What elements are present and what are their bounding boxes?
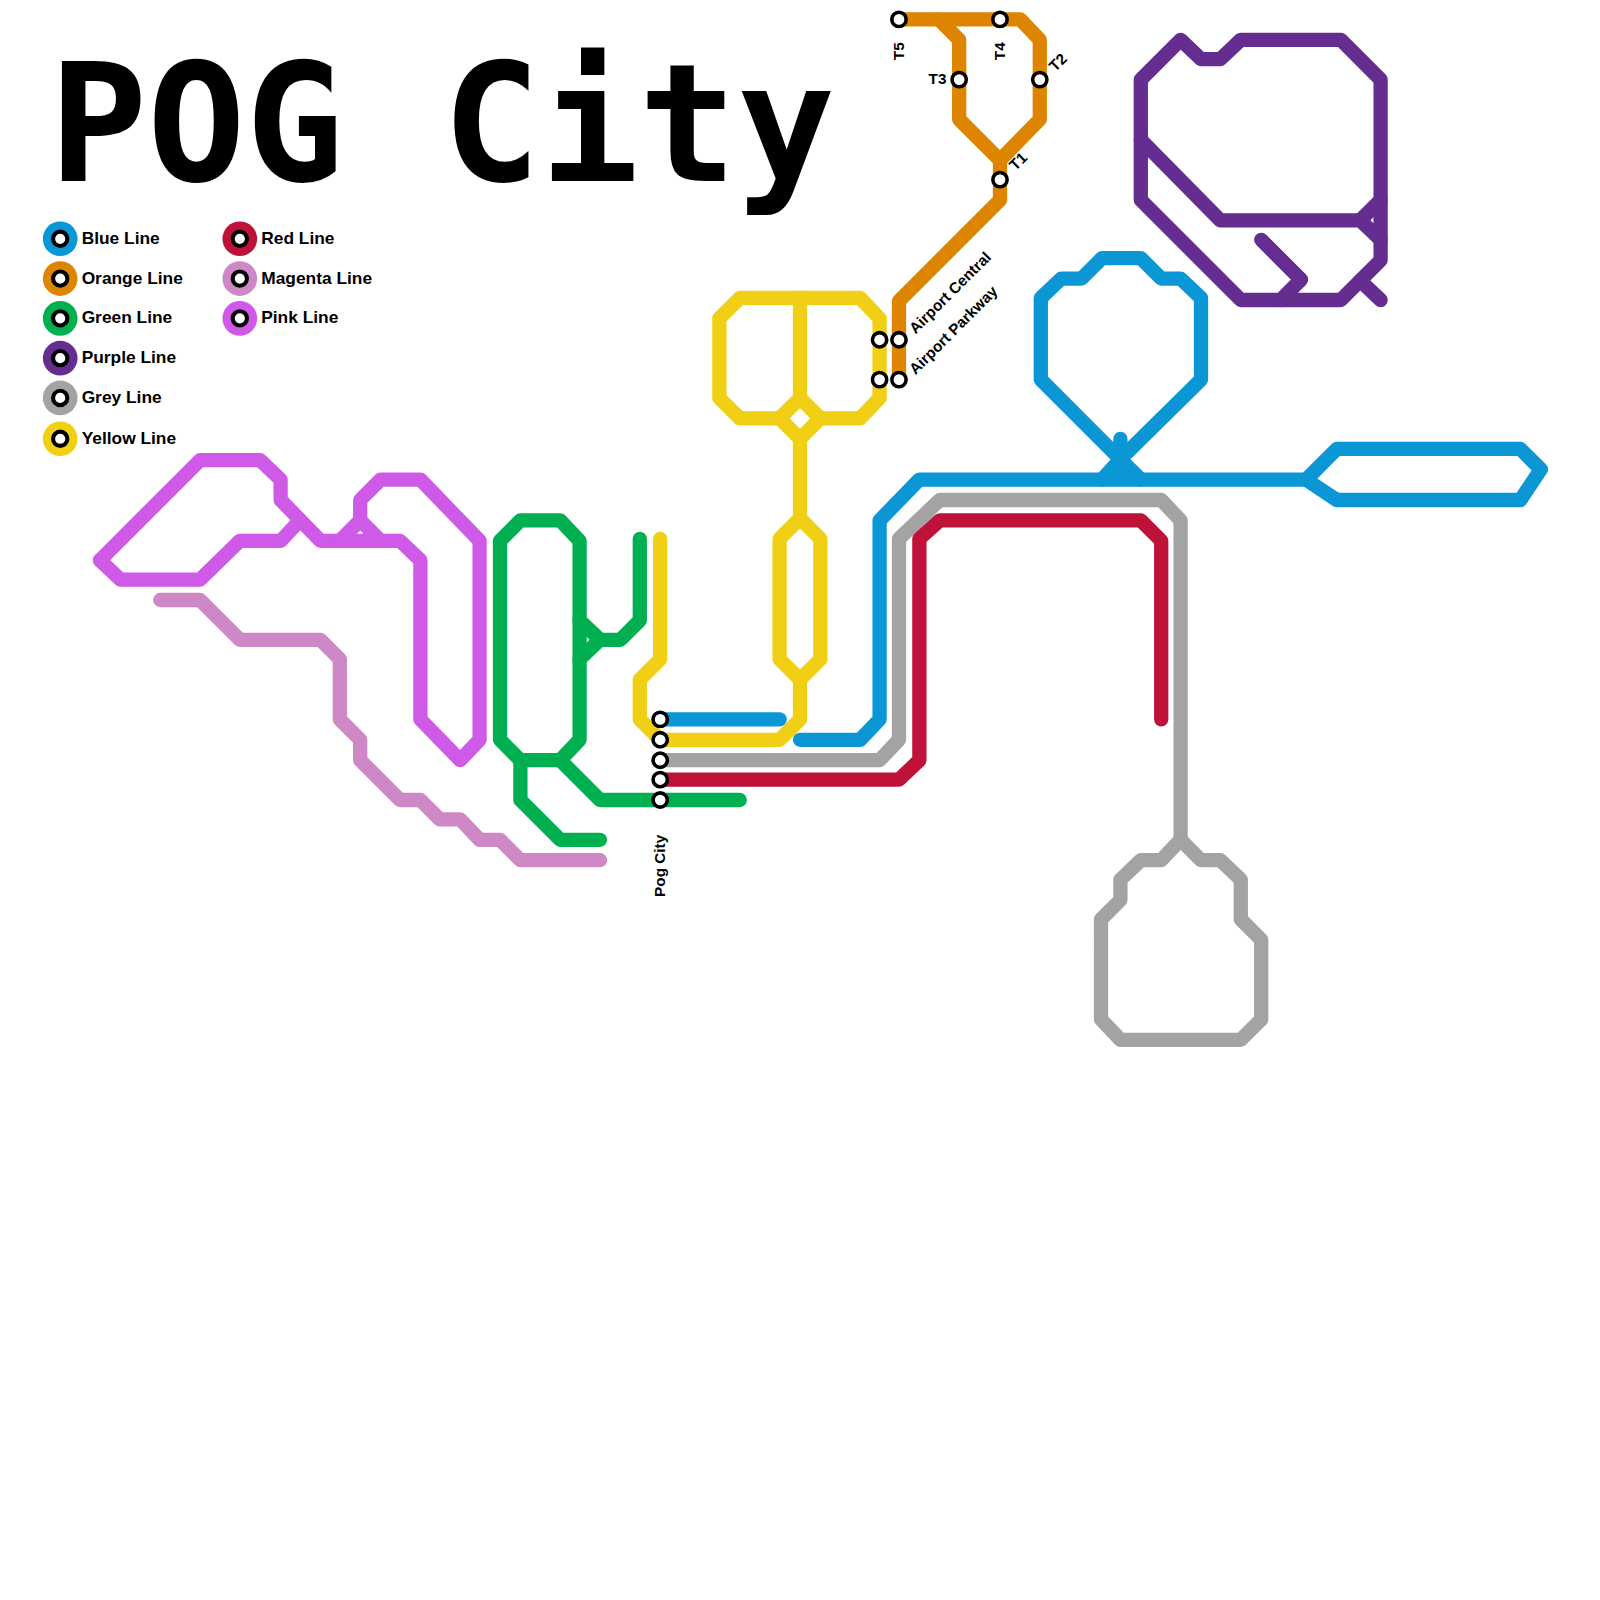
legend-swatch <box>43 221 78 256</box>
station <box>653 793 667 807</box>
station-label: T3 <box>928 69 948 87</box>
grey-line <box>660 500 1261 1040</box>
station-symbol <box>53 432 67 446</box>
legend-item-mark <box>43 221 78 256</box>
station-label: T2 <box>1045 49 1072 76</box>
legend-swatch <box>222 301 257 336</box>
legend-item-mark <box>43 381 78 416</box>
station-symbol <box>233 271 247 285</box>
legend-item-mark <box>43 261 78 296</box>
station-symbol <box>233 232 247 246</box>
station <box>653 712 667 726</box>
purple-line <box>1141 40 1381 300</box>
map-title: POG City <box>49 43 835 206</box>
station-symbol <box>53 351 67 365</box>
pink-line <box>100 460 480 760</box>
legend-item-mark <box>43 301 78 336</box>
legend-label: Yellow Line <box>82 429 176 449</box>
legend-swatch <box>43 341 78 376</box>
yellow-line <box>640 298 880 740</box>
station <box>993 172 1007 186</box>
station <box>892 12 906 26</box>
orange-line <box>899 19 1040 379</box>
legend-label: Grey Line <box>82 388 162 408</box>
legend-item-mark <box>222 301 257 336</box>
station-label: T4 <box>991 41 1009 61</box>
legend-swatch <box>43 381 78 416</box>
legend-swatch <box>43 261 78 296</box>
station-symbol <box>53 271 67 285</box>
legend-item-mark <box>43 341 78 376</box>
station <box>653 772 667 786</box>
legend-label: Blue Line <box>82 229 160 249</box>
green-line <box>500 520 740 839</box>
legend-label: Purple Line <box>82 348 176 368</box>
legend-swatch <box>43 421 78 456</box>
station <box>872 333 886 347</box>
station-label: T5 <box>890 41 908 61</box>
station <box>872 372 886 386</box>
legend-swatch <box>222 261 257 296</box>
station <box>1033 72 1047 86</box>
legend-label: Magenta Line <box>261 268 372 288</box>
station-symbol <box>53 232 67 246</box>
station <box>892 333 906 347</box>
legend-item-mark <box>222 221 257 256</box>
legend-label: Orange Line <box>82 268 183 288</box>
station-label: T1 <box>1005 148 1032 175</box>
legend-item-mark <box>222 261 257 296</box>
station-symbol <box>53 391 67 405</box>
legend-item-mark <box>43 421 78 456</box>
station-label: Pog City <box>651 834 669 898</box>
magenta-line <box>160 600 600 860</box>
legend-label: Red Line <box>261 229 334 249</box>
station-symbol <box>53 311 67 325</box>
legend-label: Pink Line <box>261 308 338 328</box>
legend-swatches <box>43 221 257 456</box>
station <box>952 72 966 86</box>
legend-swatch <box>43 301 78 336</box>
station <box>653 733 667 747</box>
legend-swatch <box>222 221 257 256</box>
station <box>993 12 1007 26</box>
station-symbol <box>233 311 247 325</box>
legend-label: Green Line <box>82 308 173 328</box>
station <box>892 372 906 386</box>
station <box>653 753 667 767</box>
